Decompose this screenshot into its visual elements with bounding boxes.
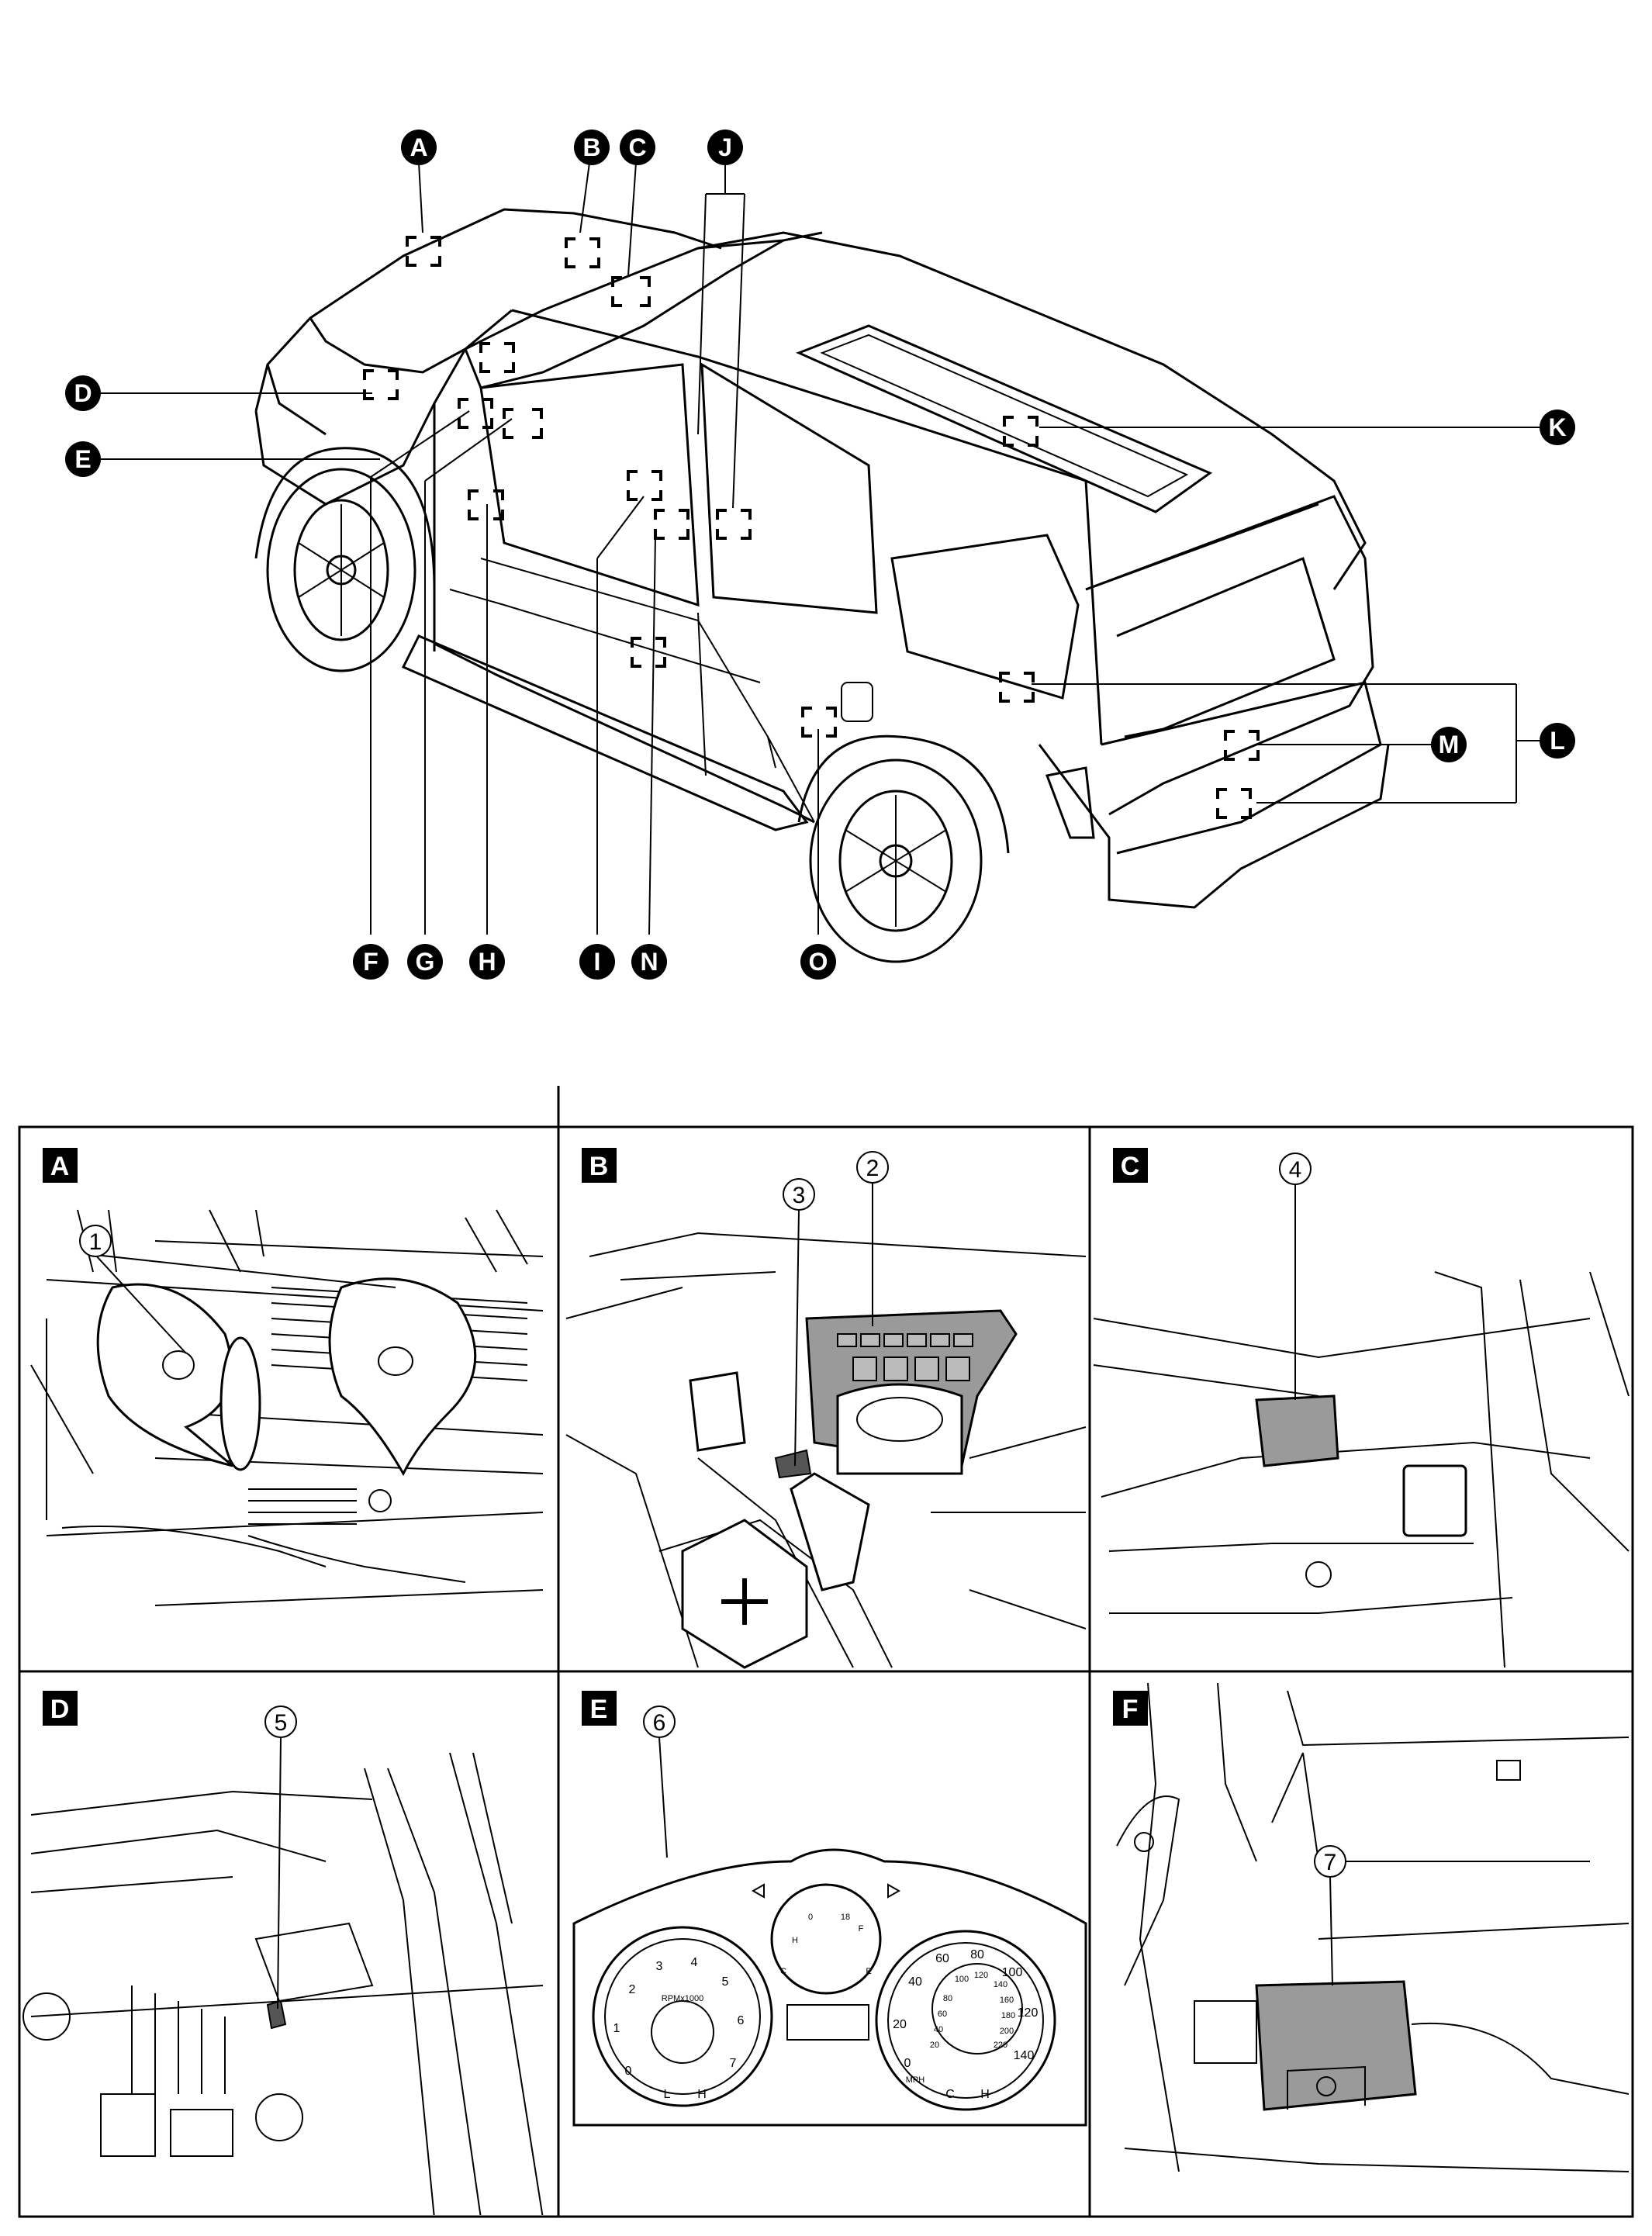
svg-text:3: 3 (656, 1960, 663, 1973)
svg-text:4: 4 (691, 1956, 698, 1969)
svg-text:40: 40 (934, 2025, 943, 2034)
svg-text:E: E (866, 1967, 871, 1976)
svg-text:E: E (74, 445, 91, 473)
svg-text:2: 2 (629, 1983, 636, 1996)
svg-text:I: I (594, 948, 601, 976)
callout-M: M (1431, 727, 1467, 762)
panel-A-number-1: 1 (89, 1229, 102, 1255)
svg-text:0: 0 (625, 2065, 632, 2078)
panel-B-letter: B (589, 1152, 609, 1181)
panel-C-number-4: 4 (1289, 1157, 1302, 1183)
svg-text:O: O (809, 948, 828, 976)
svg-text:120: 120 (974, 1971, 988, 1980)
svg-text:G: G (416, 948, 435, 976)
callout-G: G (407, 944, 443, 980)
callout-J: J (707, 130, 743, 165)
callout-N: N (631, 944, 667, 980)
callout-H: H (469, 944, 505, 980)
panel-D-number-5: 5 (275, 1710, 288, 1736)
svg-text:F: F (363, 948, 378, 976)
svg-text:180: 180 (1001, 2011, 1015, 2020)
svg-text:220: 220 (994, 2041, 1007, 2050)
vehicle-overview (254, 208, 1390, 963)
svg-text:60: 60 (938, 2010, 947, 2019)
svg-text:0: 0 (904, 2057, 911, 2070)
panel-D-letter: D (50, 1695, 70, 1724)
callout-A: A (401, 130, 437, 165)
panel-B: B 3 2 (565, 1148, 1087, 1669)
panel-C-letter: C (1121, 1152, 1140, 1181)
svg-text:C: C (628, 133, 646, 161)
overview-leader-lines (101, 162, 1540, 935)
svg-text:M: M (1439, 731, 1460, 759)
panel-E: E 6 0 1 2 3 4 5 6 7 RPMx1000 L H 0 18 C … (572, 1691, 1087, 2127)
svg-text:200: 200 (1000, 2027, 1014, 2036)
svg-text:120: 120 (1018, 2006, 1039, 2020)
svg-text:80: 80 (970, 1948, 984, 1961)
svg-text:L: L (1550, 727, 1565, 755)
svg-text:60: 60 (935, 1952, 949, 1965)
svg-text:D: D (74, 379, 92, 407)
panel-F-letter: F (1122, 1695, 1139, 1724)
svg-text:7: 7 (730, 2057, 737, 2070)
svg-text:H: H (478, 948, 496, 976)
svg-text:N: N (640, 948, 658, 976)
svg-text:140: 140 (1014, 2049, 1035, 2062)
combination-meter: 0 1 2 3 4 5 6 7 RPMx1000 L H 0 18 C H E … (572, 1848, 1087, 2127)
svg-text:6: 6 (738, 2014, 745, 2027)
panel-A: A 1 (30, 1148, 544, 1606)
svg-text:0: 0 (808, 1913, 813, 1922)
callout-K: K (1540, 410, 1575, 445)
svg-text:A: A (410, 133, 427, 161)
svg-text:F: F (859, 1924, 864, 1934)
panel-D: D 5 (22, 1691, 544, 2215)
svg-text:H: H (792, 1936, 798, 1945)
svg-text:J: J (718, 133, 732, 161)
panel-C: C 4 (1093, 1148, 1630, 1668)
callout-E: E (65, 441, 101, 477)
callout-B: B (574, 130, 610, 165)
panel-E-letter: E (590, 1695, 608, 1724)
svg-text:H: H (697, 2088, 707, 2101)
svg-text:100: 100 (955, 1975, 969, 1984)
svg-text:K: K (1548, 413, 1566, 441)
callout-I: I (579, 944, 615, 980)
detail-panel-grid (18, 1086, 1634, 2218)
svg-text:20: 20 (930, 2041, 939, 2050)
callout-C: C (620, 130, 655, 165)
svg-text:H: H (980, 2088, 990, 2101)
panel-A-letter: A (50, 1152, 70, 1181)
svg-text:MPH: MPH (906, 2075, 925, 2085)
callout-F: F (353, 944, 389, 980)
panel-B-number-3: 3 (793, 1183, 806, 1208)
panel-F-number-7: 7 (1324, 1850, 1337, 1875)
svg-text:40: 40 (908, 1975, 922, 1989)
svg-text:100: 100 (1002, 1966, 1023, 1979)
overview-callouts: A B C J D E K M L F G H I N O (65, 130, 1575, 980)
panel-E-number-6: 6 (653, 1710, 666, 1736)
svg-text:160: 160 (1000, 1996, 1014, 2005)
svg-text:L: L (664, 2088, 671, 2101)
callout-O: O (800, 944, 836, 980)
panel-B-number-2: 2 (866, 1156, 880, 1181)
svg-text:5: 5 (722, 1975, 729, 1989)
svg-text:B: B (582, 133, 600, 161)
callout-L: L (1540, 723, 1575, 759)
callout-D: D (65, 375, 101, 411)
overview-location-brackets (363, 236, 1260, 819)
svg-text:20: 20 (893, 2018, 907, 2031)
svg-text:1: 1 (613, 2022, 620, 2035)
svg-text:80: 80 (943, 1994, 952, 2003)
svg-text:RPMx1000: RPMx1000 (662, 1994, 703, 2003)
svg-text:140: 140 (994, 1980, 1007, 1989)
svg-text:18: 18 (841, 1913, 850, 1922)
svg-text:C: C (945, 2088, 955, 2101)
svg-text:C: C (780, 1967, 786, 1976)
panel-F: F 7 (1113, 1682, 1630, 2172)
